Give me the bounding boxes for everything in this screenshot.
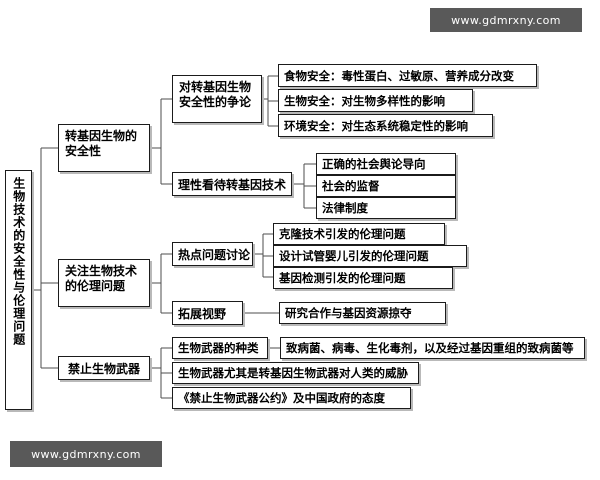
watermark-top: www.gdmrxny.com	[430, 8, 582, 32]
node-biological-safety: 生物安全：对生物多样性的影响	[278, 89, 473, 112]
node-legal-system: 法律制度	[316, 197, 456, 219]
node-research-cooperation-gene-plunder: 研究合作与基因资源掠夺	[279, 302, 446, 324]
node-environmental-safety: 环境安全：对生态系统稳定性的影响	[278, 114, 493, 137]
node-food-safety: 食物安全：毒性蛋白、过敏原、营养成分改变	[278, 64, 537, 87]
node-expanded-horizons: 拓展视野	[172, 301, 243, 325]
node-bioweapon-types: 生物武器的种类	[172, 337, 268, 359]
node-bioweapon-convention: 《禁止生物武器公约》及中国政府的态度	[172, 387, 411, 409]
node-cloning-ethics: 克隆技术引发的伦理问题	[273, 223, 445, 245]
root-node: 生物技术的安全性与伦理问题	[5, 170, 32, 410]
node-designer-baby-ethics: 设计试管婴儿引发的伦理问题	[273, 245, 467, 267]
node-genetic-testing-ethics: 基因检测引发的伦理问题	[273, 267, 453, 289]
branch-node-genetic-safety: 转基因生物的安全性	[58, 124, 150, 172]
node-debate-on-gmo-safety: 对转基因生物安全性的争论	[172, 75, 262, 123]
node-hot-topic-discussion: 热点问题讨论	[172, 242, 253, 266]
node-public-opinion-guidance: 正确的社会舆论导向	[316, 153, 456, 175]
node-bioweapon-threat: 生物武器尤其是转基因生物武器对人类的威胁	[172, 362, 419, 384]
node-rational-view-gmo: 理性看待转基因技术	[172, 172, 292, 196]
branch-node-bioethics: 关注生物技术的伦理问题	[58, 259, 150, 307]
branch-node-ban-bioweapons: 禁止生物武器	[58, 356, 150, 380]
node-bioweapon-types-detail: 致病菌、病毒、生化毒剂，以及经过基因重组的致病菌等	[280, 337, 585, 359]
watermark-bottom: www.gdmrxny.com	[10, 441, 162, 467]
node-social-supervision: 社会的监督	[316, 175, 456, 197]
